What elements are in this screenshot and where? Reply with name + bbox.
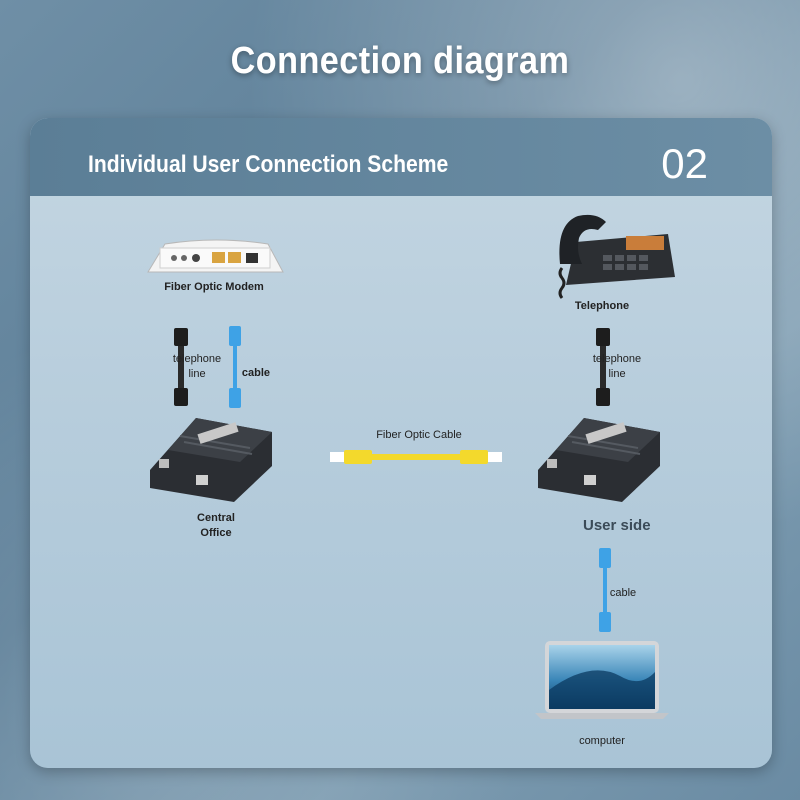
telephone-line-right-icon	[596, 328, 610, 406]
label-telephone: Telephone	[574, 300, 630, 312]
label-cable-left: cable	[241, 367, 271, 379]
panel-header: Individual User Connection Scheme 02	[30, 118, 772, 196]
ethernet-cable-bottom-icon	[599, 548, 611, 632]
central-office-device-icon	[150, 418, 272, 502]
panel-number: 02	[661, 140, 708, 187]
label-telephone-line-left: telephone line	[172, 353, 222, 380]
laptop-icon	[535, 641, 669, 719]
ethernet-cable-left-icon	[229, 326, 241, 408]
label-cable-bottom: cable	[609, 587, 637, 599]
page-title: Connection diagram	[230, 40, 570, 82]
label-computer: computer	[579, 735, 625, 747]
label-central-office: Central Office	[197, 512, 235, 539]
telephone-icon	[558, 214, 675, 299]
label-user-side: User side	[583, 517, 651, 534]
telephone-line-left-icon	[174, 328, 188, 406]
panel-subtitle: Individual User Connection Scheme	[88, 151, 449, 178]
label-fiber-modem: Fiber Optic Modem	[164, 281, 264, 293]
label-telephone-line-right: telephone line	[592, 353, 642, 380]
user-side-device-icon	[538, 418, 660, 502]
fiber-modem-icon	[147, 239, 284, 273]
label-fiber-optic-cable: Fiber Optic Cable	[376, 429, 462, 441]
fiber-optic-cable-icon	[330, 450, 502, 464]
